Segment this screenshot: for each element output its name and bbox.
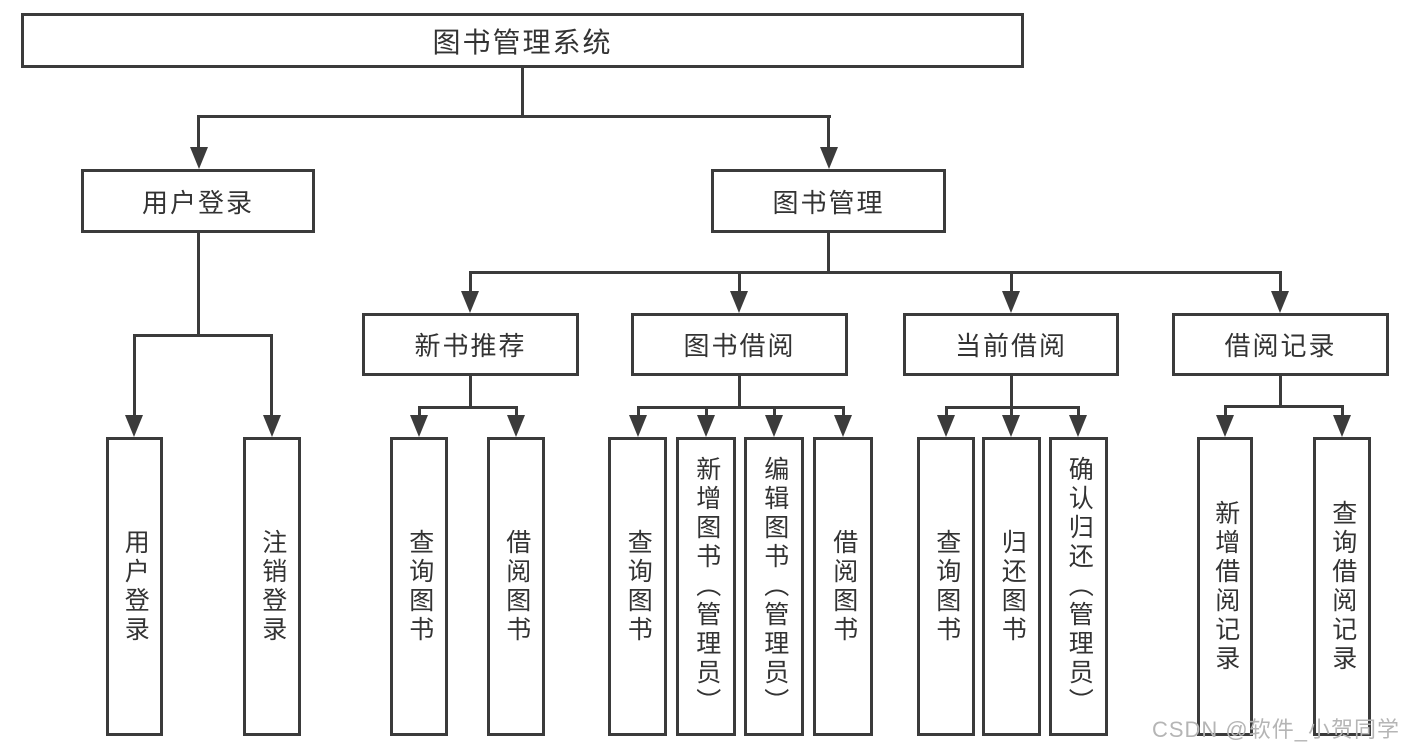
connector-line (469, 271, 1282, 274)
connector-line (270, 334, 273, 417)
leaf-logout: 注销登录 (243, 437, 301, 736)
connector-line (418, 406, 421, 417)
connector-line (469, 271, 472, 293)
connector-line (773, 406, 776, 417)
leaf-add-borrow-record: 新增借阅记录 (1197, 437, 1253, 736)
node-borrow-records: 借阅记录 (1172, 313, 1389, 376)
arrow-down-icon (1069, 415, 1087, 437)
node-user-login: 用户登录 (81, 169, 315, 233)
connector-line (1077, 406, 1080, 417)
leaf-return-book: 归还图书 (982, 437, 1041, 736)
leaf-edit-book-admin: 编辑图书（管理员） (744, 437, 804, 736)
arrow-down-icon (461, 291, 479, 313)
node-root: 图书管理系统 (21, 13, 1024, 68)
connector-line (197, 115, 200, 149)
node-current-borrow: 当前借阅 (903, 313, 1119, 376)
connector-line (133, 334, 136, 417)
connector-line (945, 406, 948, 417)
connector-line (827, 115, 830, 149)
arrow-down-icon (1216, 415, 1234, 437)
node-book-management: 图书管理 (711, 169, 946, 233)
connector-line (738, 374, 741, 408)
arrow-down-icon (1271, 291, 1289, 313)
arrow-down-icon (629, 415, 647, 437)
arrow-down-icon (697, 415, 715, 437)
connector-line (1224, 405, 1227, 417)
connector-line (1341, 405, 1344, 417)
connector-line (705, 406, 708, 417)
arrow-down-icon (125, 415, 143, 437)
arrow-down-icon (1002, 415, 1020, 437)
connector-line (1224, 405, 1343, 408)
arrow-down-icon (765, 415, 783, 437)
node-book-borrow: 图书借阅 (631, 313, 848, 376)
connector-line (197, 115, 831, 118)
connector-line (827, 232, 830, 273)
connector-line (637, 406, 845, 409)
leaf-query-borrow-record: 查询借阅记录 (1313, 437, 1371, 736)
connector-line (1010, 271, 1013, 293)
connector-line (1010, 406, 1013, 417)
arrow-down-icon (190, 147, 208, 169)
arrow-down-icon (263, 415, 281, 437)
connector-line (842, 406, 845, 417)
csdn-watermark: CSDN @软件_小贺同学 (1151, 717, 1400, 742)
leaf-borrow-books-borrow: 借阅图书 (813, 437, 873, 736)
connector-line (637, 406, 640, 417)
connector-line (521, 66, 524, 118)
arrow-down-icon (1002, 291, 1020, 313)
leaf-user-login: 用户登录 (106, 437, 163, 736)
arrow-down-icon (820, 147, 838, 169)
leaf-add-book-admin: 新增图书（管理员） (676, 437, 736, 736)
arrow-down-icon (507, 415, 525, 437)
connector-line (1279, 374, 1282, 407)
leaf-confirm-return-admin: 确认归还（管理员） (1049, 437, 1108, 736)
connector-line (469, 374, 472, 408)
node-new-book-recommend: 新书推荐 (362, 313, 579, 376)
connector-line (1279, 271, 1282, 293)
arrow-down-icon (937, 415, 955, 437)
leaf-query-books-current: 查询图书 (917, 437, 975, 736)
leaf-query-books-borrow: 查询图书 (608, 437, 667, 736)
connector-line (515, 406, 518, 417)
connector-line (738, 271, 741, 293)
arrow-down-icon (1333, 415, 1351, 437)
connector-line (418, 406, 518, 409)
connector-line (133, 334, 273, 337)
arrow-down-icon (410, 415, 428, 437)
leaf-borrow-books-recommend: 借阅图书 (487, 437, 545, 736)
connector-line (197, 232, 200, 336)
leaf-query-books-recommend: 查询图书 (390, 437, 448, 736)
connector-line (1010, 374, 1013, 408)
arrow-down-icon (730, 291, 748, 313)
arrow-down-icon (834, 415, 852, 437)
